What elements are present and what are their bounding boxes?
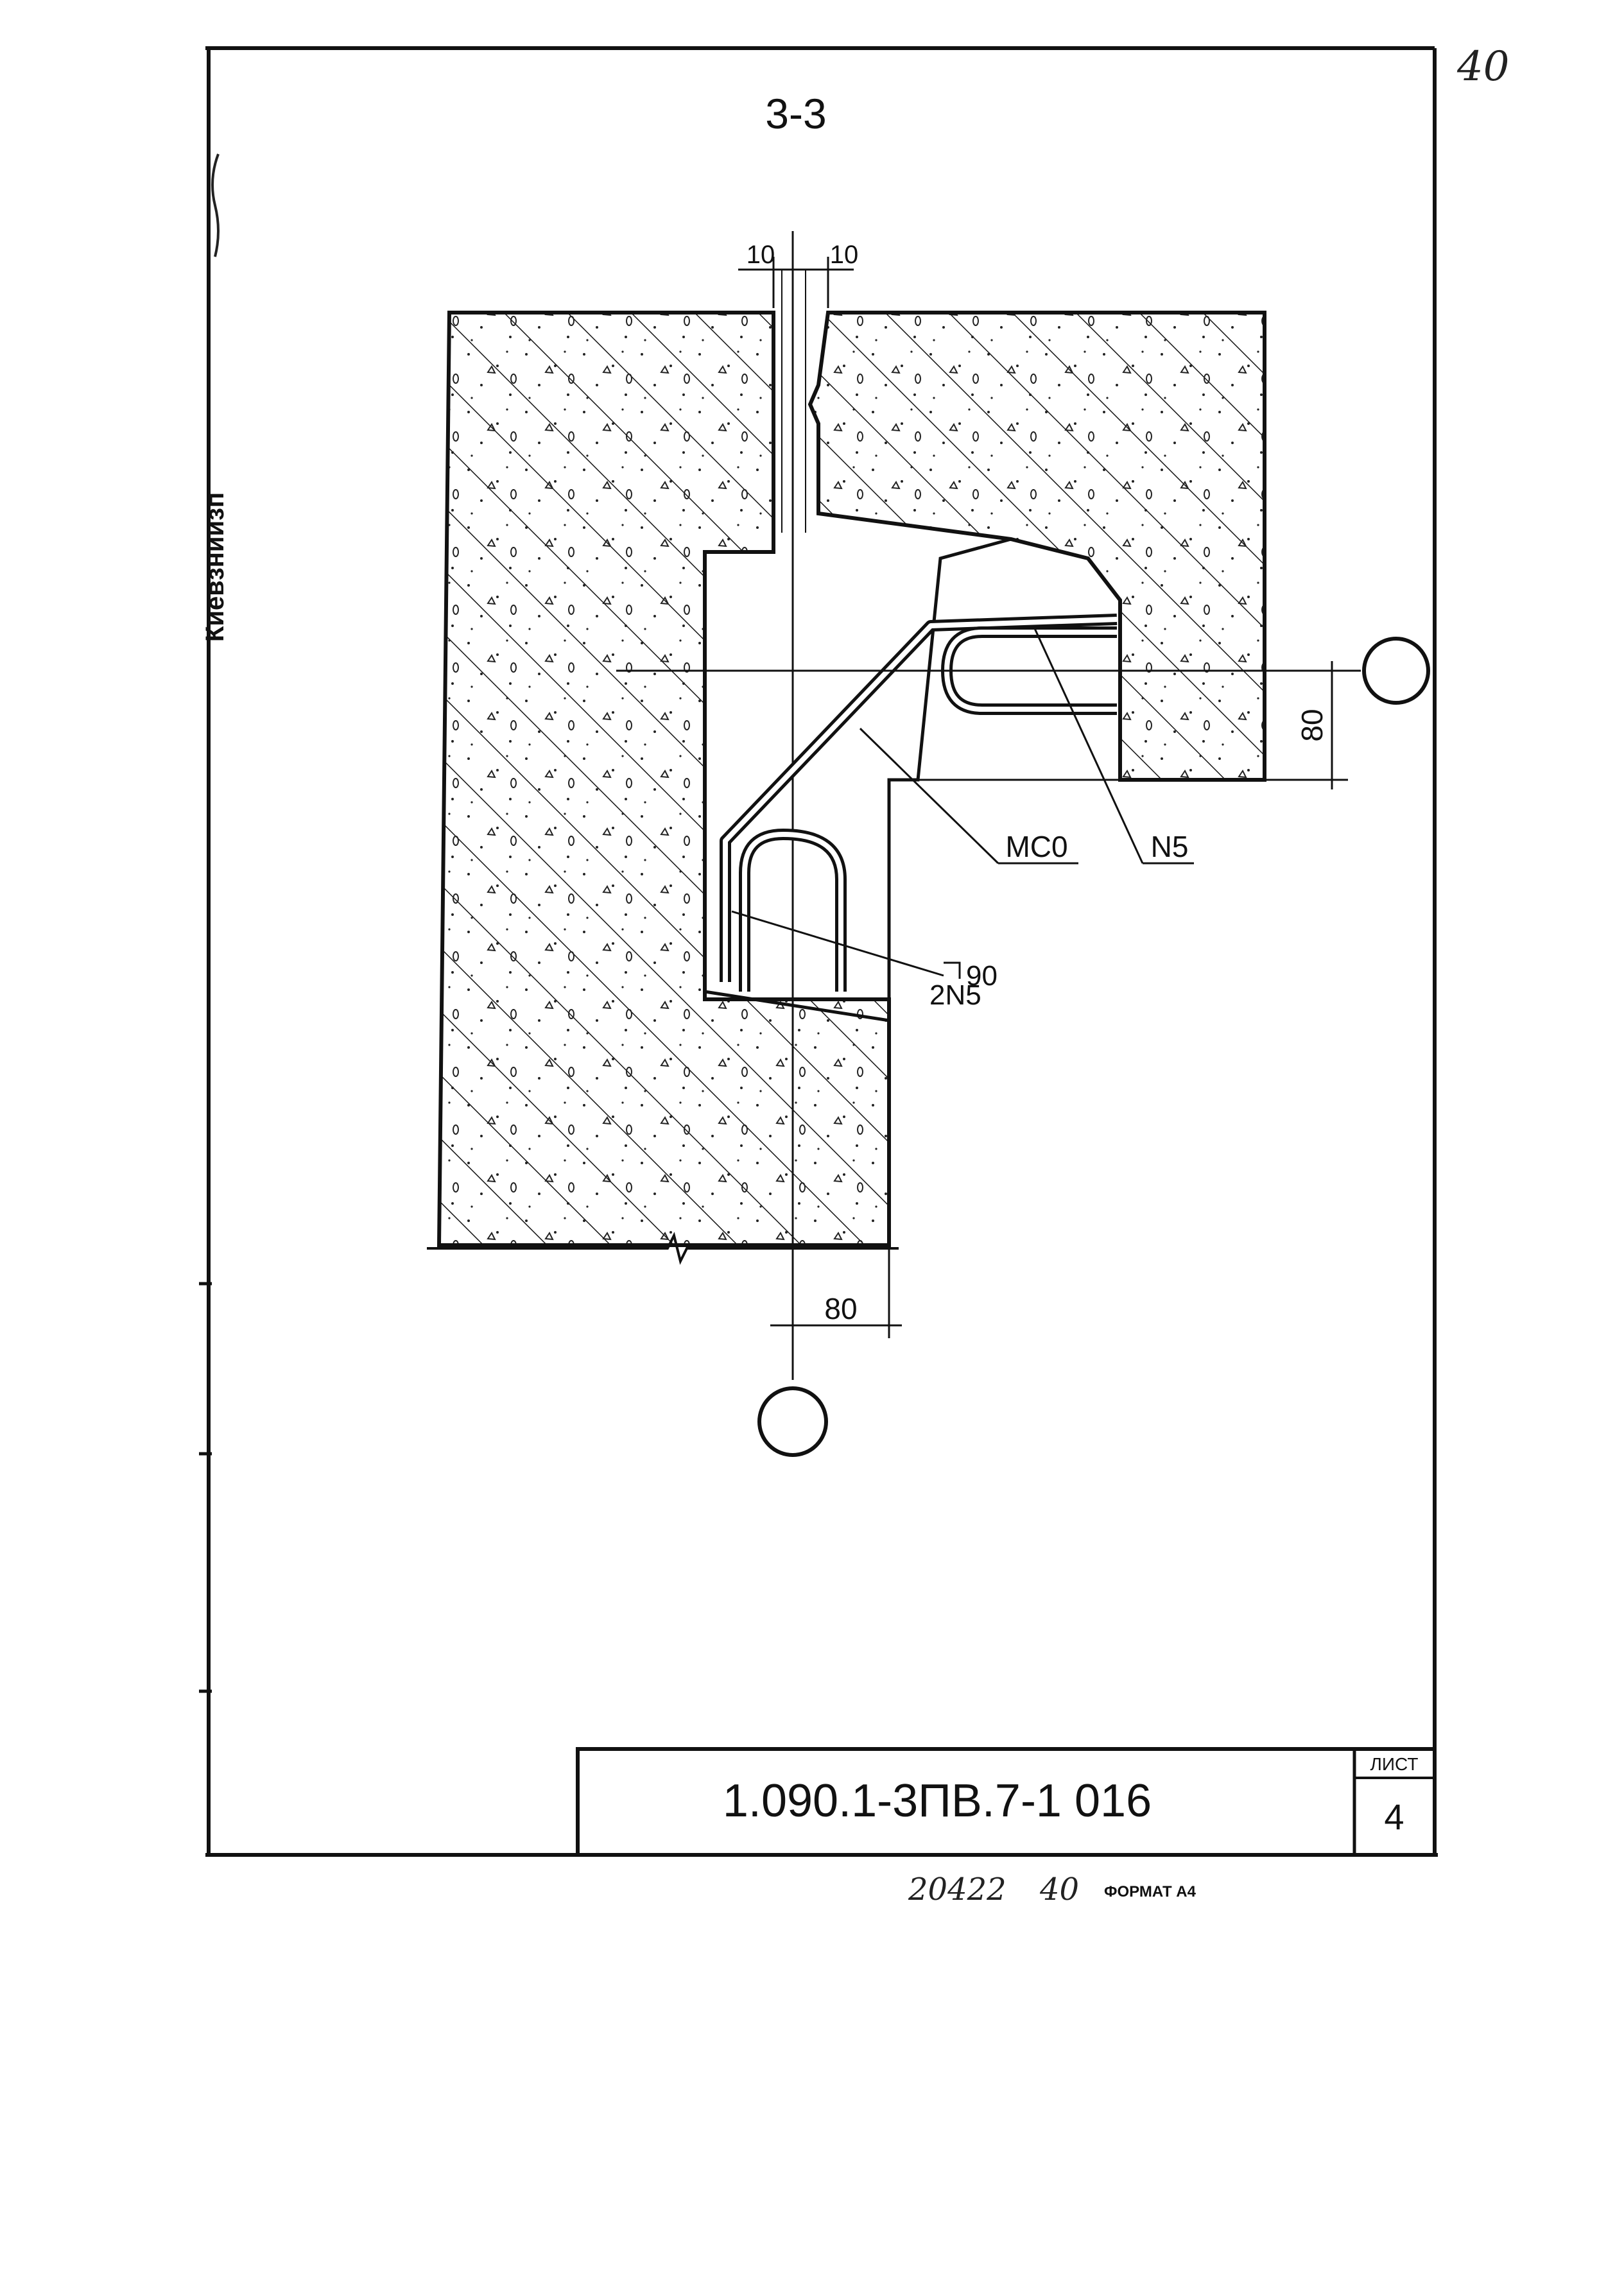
axis-bubble-bottom — [757, 1386, 828, 1457]
callout-2n5-label: 2N5 — [929, 979, 981, 1011]
right-offset-value: 80 — [1295, 709, 1329, 741]
drawing-code: 1.090.1-3ПВ.7-1 016 — [723, 1775, 1152, 1827]
callout-mc0: MC0 — [859, 727, 1078, 865]
inventory-number: 20422 — [908, 1872, 1006, 1908]
bottom-axis-dimension: 80 — [770, 1239, 902, 1338]
side-strip-label: Киевзниизп — [201, 492, 229, 642]
callout-n5: N5 — [1032, 625, 1194, 865]
sheet-number: 4 — [1384, 1796, 1404, 1837]
angle-value: 90 — [966, 960, 998, 992]
side-strip: Киевзниизп — [201, 153, 229, 642]
bottom-offset-value: 80 — [824, 1292, 857, 1325]
format-label: ФОРМАТ А4 — [1104, 1883, 1196, 1900]
inventory-suffix: 40 — [1039, 1872, 1079, 1908]
callout-2n5: 2N5 90 — [731, 910, 998, 1011]
gap-right-value: 10 — [830, 241, 859, 269]
callout-mc0-label: MC0 — [1005, 830, 1067, 863]
axis-bubble-right — [1362, 637, 1430, 705]
corner-page-number: 40 — [1456, 43, 1509, 90]
concrete-right-block — [808, 311, 1266, 782]
side-strip-signature — [211, 153, 220, 257]
gap-left-value: 10 — [747, 241, 775, 269]
embedded-cavity-outline — [703, 537, 1012, 1022]
gap-dimension: 10 10 — [738, 241, 858, 308]
concrete-left-block — [436, 311, 891, 1247]
sheet-label: ЛИСТ — [1370, 1754, 1419, 1774]
right-axis-dimension: 80 — [616, 661, 1361, 789]
break-line — [427, 1232, 899, 1265]
title-block: 1.090.1-3ПВ.7-1 016 ЛИСТ 4 — [576, 1747, 1437, 1857]
callout-n5-label: N5 — [1151, 830, 1189, 863]
section-title: 3-3 — [765, 90, 826, 137]
angle-symbol — [944, 961, 961, 979]
